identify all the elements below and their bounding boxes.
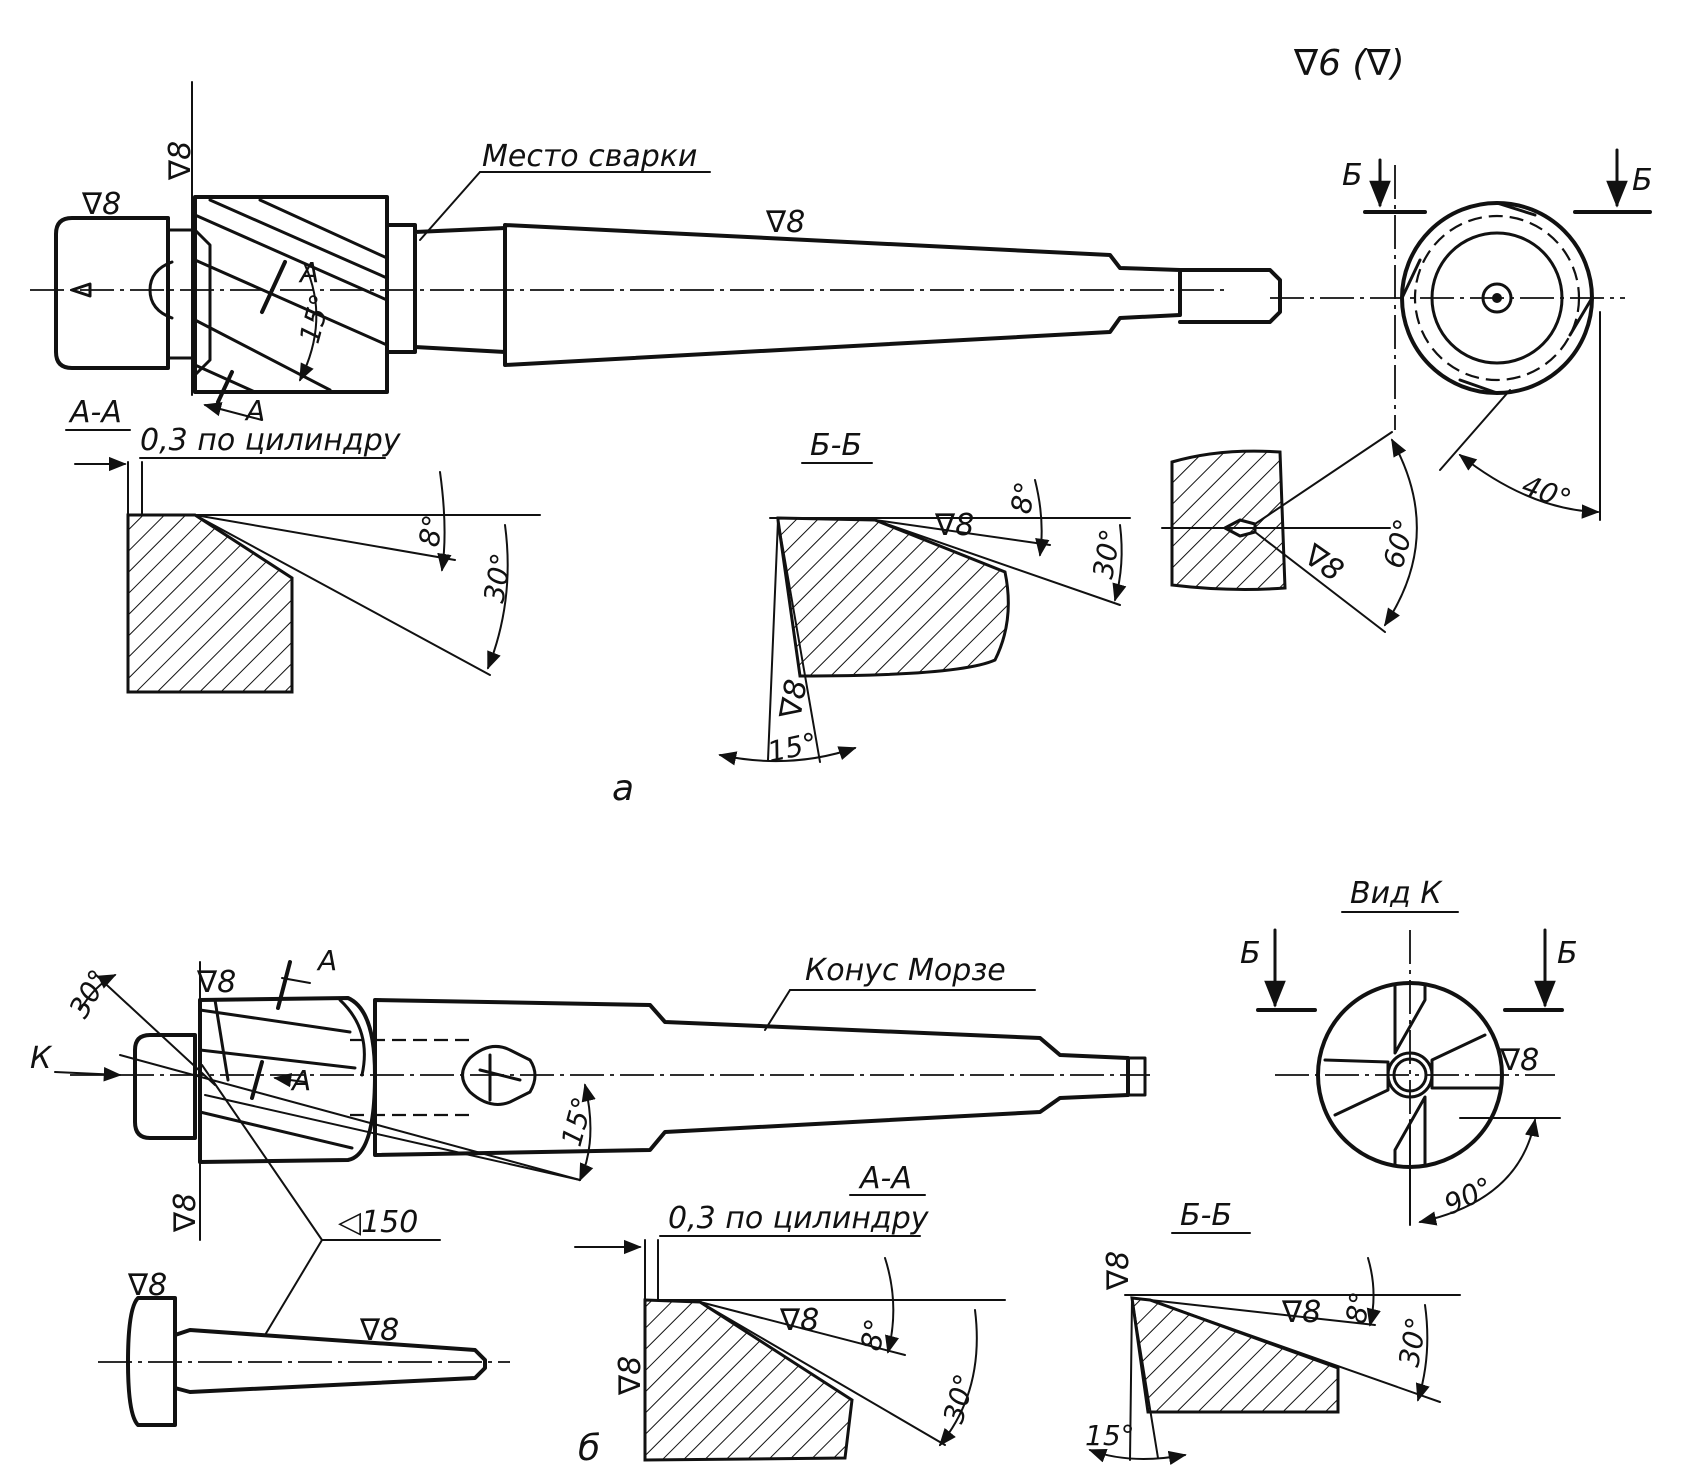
section-aa-b-angle-large: 30° [937,1370,982,1426]
section-aa-b: А-А 0,3 по цилиндру ∇8 ∇8 8° 30° [574,1161,1006,1462]
section-bb-a: Б-Б ∇8 8° 30° ∇8 15° [718,428,1131,769]
tool-head [54,216,170,370]
view-b: А А ∇8 ∇8 К 30° 15° Конус Морзе ◁150 ∇8 [30,876,1578,1468]
center-detail-finish: ∇8 [1297,537,1350,589]
taper-note: Конус Морзе [805,953,1006,988]
section-bb-b-finish-side: ∇8 [1101,1251,1136,1291]
section-aa-angle-large: 30° [477,551,518,606]
morse-taper-shank-b [373,998,1130,1157]
section-bb-angle-side: 15° [765,726,820,769]
section-aa-angle-small: 8° [412,512,450,549]
section-bb-b: Б-Б ∇8 ∇8 8° 30° 15° [1085,1198,1461,1465]
section-a-mark-top-b: А [316,944,337,977]
finish-flute-vertical: ∇8 [163,141,198,181]
section-aa-b-finish-top: ∇8 [779,1303,819,1338]
section-aa-title: А-А [68,395,122,430]
view-k-title: Вид К [1350,876,1443,911]
center-detail-angle: 60° [1377,515,1422,571]
view-a-caption: a [612,768,634,809]
section-bb-b-finish-top: ∇8 [1281,1295,1321,1330]
section-bb-angle-small: 8° [1004,479,1042,516]
pin-detail: ∇8 ∇8 [98,1268,510,1427]
weld-note: Место сварки [482,139,697,174]
section-bb-finish: ∇8 [934,508,974,543]
general-finish-mark: ∇6 (∇) [1293,43,1405,84]
view-k: Вид К Б Б ∇8 90° [1240,876,1578,1230]
section-aa-b-title: А-А [858,1161,912,1196]
tool-head-b [133,1033,197,1140]
center-detail-a: ∇8 60° [1161,431,1422,633]
finish-bottom-b: ∇8 [168,1193,203,1233]
pin-finish-shank: ∇8 [359,1313,399,1348]
cut-mark-right: Б [1632,163,1653,198]
section-bb-finish-side: ∇8 [773,677,814,723]
weld-neck [385,223,507,354]
section-bb-title: Б-Б [810,428,862,463]
helix-angle: 15° [293,290,338,346]
morse-taper-shank [503,223,1182,367]
cut-mark-left-b: Б [1240,936,1261,971]
taper-symbol: ◁150 [338,1205,418,1240]
angle-taper-b: 15° [555,1093,600,1149]
finish-top-b: ∇8 [196,965,236,1000]
angle-30-b: 30° [62,964,115,1023]
finish-head: ∇8 [81,187,121,222]
section-aa-a: А-А 0,3 по цилиндру 8° 30° [65,395,541,694]
section-aa-b-angle-small: 8° [854,1316,892,1353]
view-a: А А 15° ∇8 ∇8 ∇8 Место сварки Б Б [30,81,1653,809]
cutter-body [193,195,389,394]
finish-shank: ∇8 [765,205,805,240]
view-k-mark: К [30,1041,53,1076]
section-bb-b-angle-small: 8° [1339,1289,1377,1326]
section-aa-note: 0,3 по цилиндру [140,423,402,458]
section-a-mark-bottom: А [244,394,265,427]
cut-mark-right-b: Б [1557,936,1578,971]
view-b-caption: б [578,1428,600,1468]
end-view-angle: 40° [1518,469,1576,517]
end-view-a: Б Б 40° [1270,148,1653,521]
section-a-mark-mid-b: А [290,1064,311,1097]
section-bb-b-angle-side: 15° [1085,1419,1135,1452]
section-aa-b-note: 0,3 по цилиндру [668,1201,930,1236]
cut-mark-left: Б [1342,158,1363,193]
section-aa-b-finish-side: ∇8 [613,1356,648,1396]
section-bb-b-angle-large: 30° [1392,1315,1433,1370]
view-k-finish: ∇8 [1499,1043,1539,1078]
pin-finish-head: ∇8 [127,1268,167,1303]
section-bb-b-title: Б-Б [1180,1198,1232,1233]
